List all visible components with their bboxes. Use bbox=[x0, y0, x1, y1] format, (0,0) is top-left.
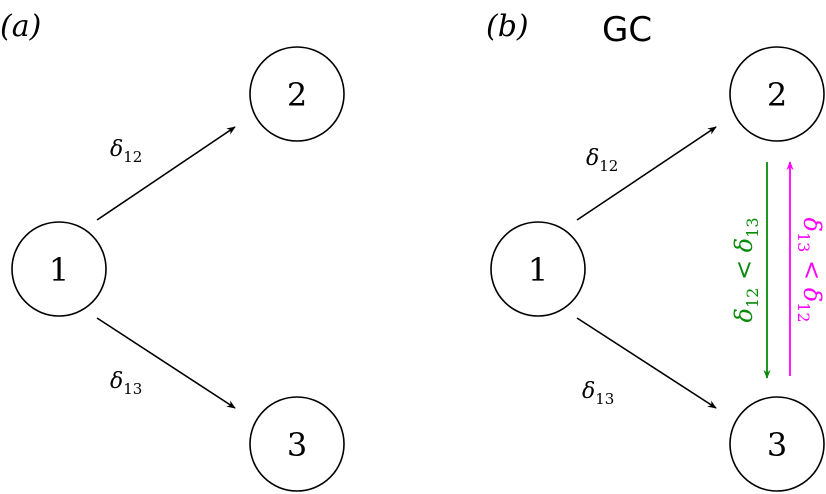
panel-b: (b) GC δ12 δ13 δ12 < δ13 δ13 < δ12 1 2 3 bbox=[486, 9, 826, 492]
edge-1-to-3 bbox=[96, 317, 236, 409]
node-3-label: 3 bbox=[287, 426, 307, 464]
node-2-label: 2 bbox=[767, 76, 787, 114]
node-3-label: 3 bbox=[767, 426, 787, 464]
node-2-label: 2 bbox=[287, 76, 307, 114]
edge-1-to-2 bbox=[576, 126, 717, 221]
condition-up-label: δ13 < δ12 bbox=[794, 218, 826, 323]
node-2: 2 bbox=[729, 46, 825, 142]
panel-b-title: GC bbox=[602, 10, 652, 50]
node-1: 1 bbox=[490, 221, 586, 317]
node-1-label: 1 bbox=[528, 251, 548, 289]
edge-12-label: δ12 bbox=[586, 146, 618, 175]
edge-13-label: δ13 bbox=[582, 379, 614, 408]
node-3: 3 bbox=[249, 396, 345, 492]
edge-1-to-3 bbox=[576, 317, 717, 409]
edge-12-label: δ12 bbox=[110, 137, 142, 166]
node-2: 2 bbox=[249, 46, 345, 142]
edge-1-to-2 bbox=[96, 126, 236, 221]
node-3: 3 bbox=[729, 396, 825, 492]
node-1-label: 1 bbox=[49, 251, 69, 289]
panel-b-label: (b) bbox=[486, 9, 529, 44]
panel-a: (a) δ12 δ13 1 2 3 bbox=[0, 9, 345, 492]
edge-13-label: δ13 bbox=[110, 369, 142, 398]
condition-down-label: δ12 < δ13 bbox=[730, 218, 762, 323]
panel-a-label: (a) bbox=[0, 9, 41, 44]
node-1: 1 bbox=[11, 221, 107, 317]
